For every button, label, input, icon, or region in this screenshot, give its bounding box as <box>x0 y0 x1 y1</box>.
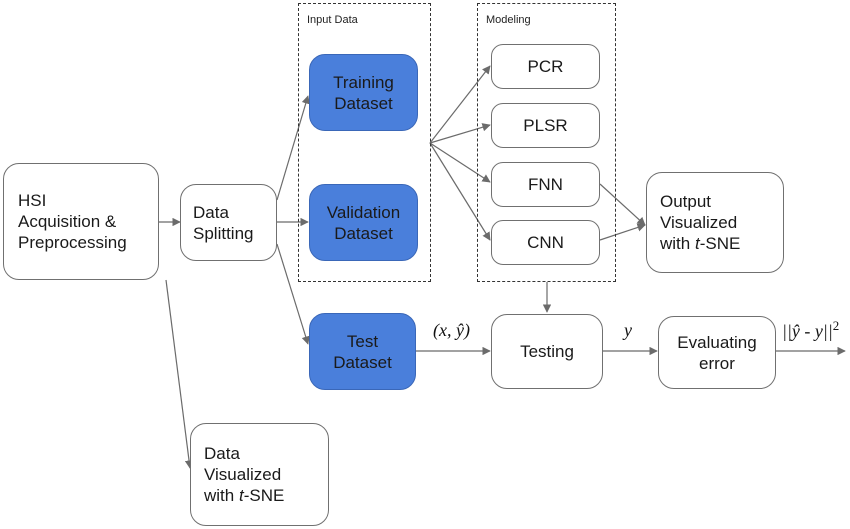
input-data-group-label: Input Data <box>307 14 358 26</box>
hsi-acquisition-label: HSI Acquisition & Preprocessing <box>18 191 127 252</box>
edge-label-error: ||ŷ - y||2 <box>782 318 839 342</box>
pcr-label: PCR <box>527 57 564 76</box>
edge-label-y-text: y <box>624 320 632 340</box>
edge-input-to-pcr <box>429 65 491 144</box>
edge-input-to-cnn <box>429 142 491 241</box>
output-visualized-sne: -SNE <box>699 234 741 253</box>
output-visualized-node: Output Visualized with t-SNE <box>646 172 784 273</box>
data-splitting-node: Data Splitting <box>180 184 277 261</box>
modeling-group: Modeling <box>477 3 616 282</box>
training-dataset-node: Training Dataset <box>309 54 418 131</box>
hsi-acquisition-node: HSI Acquisition & Preprocessing <box>3 163 159 280</box>
edge-hsi-to-datavis <box>165 279 194 469</box>
edge-fnn-to-output <box>599 183 646 226</box>
edge-label-x-yhat: (x, ŷ) <box>433 320 470 341</box>
fnn-label: FNN <box>528 175 563 194</box>
testing-label: Testing <box>520 342 574 361</box>
modeling-group-label: Modeling <box>486 14 531 26</box>
edge-split-to-test <box>276 243 310 345</box>
evaluating-error-label: Evaluating error <box>677 332 757 373</box>
evaluating-error-node: Evaluating error <box>658 316 776 389</box>
data-visualized-node: Data Visualized with t-SNE <box>190 423 329 526</box>
cnn-label: CNN <box>527 233 564 252</box>
edge-label-x-yhat-text: (x, ŷ) <box>433 320 470 340</box>
input-data-group: Input Data <box>298 3 431 282</box>
edge-label-y: y <box>624 320 632 341</box>
validation-dataset-node: Validation Dataset <box>309 184 418 261</box>
output-visualized-label: Output Visualized with t-SNE <box>660 191 740 254</box>
output-visualized-text: Output Visualized with <box>660 192 738 253</box>
testing-node: Testing <box>491 314 603 389</box>
data-splitting-label: Data Splitting <box>193 202 254 243</box>
training-dataset-label: Training Dataset <box>333 72 394 113</box>
edge-cnn-to-output <box>599 223 646 241</box>
test-dataset-label: Test Dataset <box>333 331 392 372</box>
edge-label-error-text: ||ŷ - y|| <box>782 321 833 341</box>
data-visualized-label: Data Visualized with t-SNE <box>204 443 284 506</box>
data-visualized-text: Data Visualized with <box>204 444 282 505</box>
test-dataset-node: Test Dataset <box>309 313 416 390</box>
edge-input-to-fnn <box>429 142 491 183</box>
data-visualized-sne: -SNE <box>243 486 285 505</box>
cnn-node: CNN <box>491 220 600 265</box>
plsr-label: PLSR <box>523 116 568 135</box>
edge-label-error-exponent: 2 <box>832 318 840 333</box>
pcr-node: PCR <box>491 44 600 89</box>
edge-input-to-plsr <box>429 123 491 144</box>
fnn-node: FNN <box>491 162 600 207</box>
edge-split-to-training <box>276 95 310 201</box>
plsr-node: PLSR <box>491 103 600 148</box>
data-visualized-t: t <box>238 486 244 505</box>
validation-dataset-label: Validation Dataset <box>326 202 401 243</box>
output-visualized-t: t <box>694 234 700 253</box>
